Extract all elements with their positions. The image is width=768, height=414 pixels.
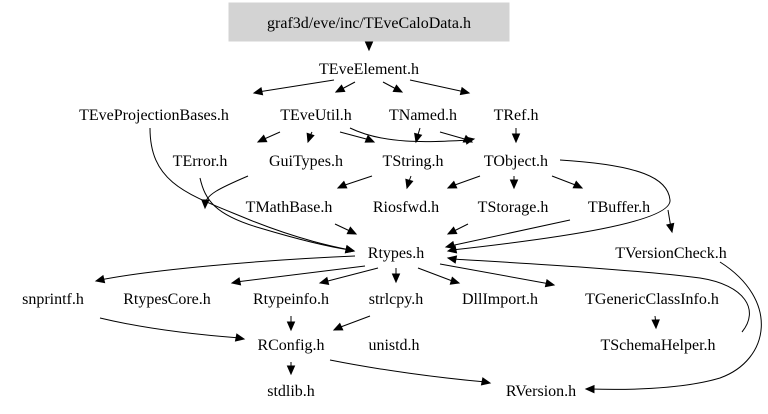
edge-teveutil-to-tstring [339,131,371,141]
edge-teveutil-to-tobject [349,127,471,143]
node-tmathbase[interactable]: TMathBase.h [246,199,333,216]
node-dllimport[interactable]: DllImport.h [462,291,538,308]
edge-teveelement-to-tref [409,79,466,93]
node-guitypes[interactable]: GuiTypes.h [269,153,343,170]
node-tversioncheck[interactable]: TVersionCheck.h [615,245,727,262]
arrowhead-rconfig-to-rversion [480,377,492,386]
edge-rtypes-to-snprintf [99,255,356,281]
node-teveelement[interactable]: TEveElement.h [319,61,419,78]
arrowhead-tobject-to-tstorage [509,179,519,190]
arrowhead-tnamed-to-tstring [414,132,423,144]
nodes-layer: graf3d/eve/inc/TEveCaloData.h TEveElemen… [22,2,727,400]
node-strlcpy[interactable]: strlcpy.h [369,291,424,308]
edge-rtypes-to-tgenericclassinfo [439,263,551,285]
node-tstorage[interactable]: TStorage.h [478,199,549,216]
arrowhead-tobject-to-riosfwd [446,180,458,189]
arrowhead-guitypes-to-rtypes [201,199,210,210]
node-root[interactable]: graf3d/eve/inc/TEveCaloData.h [267,15,471,32]
arrowhead-teveutil-to-terror [256,134,268,143]
arrowhead-tbuffer-to-rtypes [444,240,456,250]
root-node-box [228,2,510,42]
arrowhead-teveutil-to-tstring [364,134,376,143]
edge-tobject-to-tbuffer [551,175,579,187]
edge-tschemahelper-to-rtypes [451,258,750,333]
node-tbuffer[interactable]: TBuffer.h [588,199,650,216]
edge-tnamed-to-tobject [439,131,469,141]
edge-tobject-to-riosfwd [451,175,481,187]
node-teveutil[interactable]: TEveUtil.h [280,107,352,124]
arrowhead-tschemahelper-to-rtypes [446,255,458,264]
edge-teveprojectionbases-to-rtypes [149,127,351,251]
arrowhead-teveelement-to-tnamed [392,84,404,93]
arrowhead-tref-to-tobject [511,133,521,144]
node-rtypescore[interactable]: RtypesCore.h [123,291,211,308]
arrowhead-tstring-to-riosfwd [405,178,414,190]
arrowhead-tobject-to-tversioncheck [665,222,675,234]
node-tnamed[interactable]: TNamed.h [389,107,457,124]
node-terror[interactable]: TError.h [173,153,228,170]
arrowhead-rtypes-to-tgenericclassinfo [544,278,556,288]
arrowhead-rtypes-to-strlcpy [391,273,401,284]
node-riosfwd[interactable]: Riosfwd.h [373,199,439,216]
edge-rconfig-to-rversion [329,359,487,383]
edge-strlcpy-to-rconfig [337,315,371,329]
edges-layer [94,41,762,394]
edge-guitypes-to-rtypes [204,175,249,206]
node-tobject[interactable]: TObject.h [484,153,548,170]
arrowhead-root-to-teveelement [364,41,374,52]
edge-terror-to-rtypes [199,177,351,251]
node-tstring[interactable]: TString.h [383,153,444,170]
arrowhead-tstorage-to-rtypes [446,226,458,235]
arrowhead-rtypes-to-rtypescore [230,277,242,286]
arrowhead-tmathbase-to-rtypes [346,226,358,235]
edge-tstring-to-tmathbase [341,175,373,187]
arrowhead-tgenericclassinfo-to-tschemahelper [651,319,660,330]
arrowhead-teveelement-to-tref [459,86,471,96]
arrowhead-strlcpy-to-rconfig [332,322,344,331]
edge-teveelement-to-teveprojectionbases [257,79,335,93]
arrowhead-teveelement-to-teveprojectionbases [252,87,264,96]
edge-tversioncheck-to-rversion [589,261,762,390]
arrowhead-rtypeinfo-to-rconfig [286,321,296,332]
arrowhead-tnamed-to-tobject [462,134,474,143]
node-rversion[interactable]: RVersion.h [506,383,576,400]
node-unistd[interactable]: unistd.h [368,337,419,354]
arrowhead-teveutil-to-guitypes [306,132,315,144]
arrowhead-tversioncheck-to-rversion [584,384,595,394]
node-stdlib[interactable]: stdlib.h [267,383,315,400]
arrowhead-tobject-to-tbuffer [572,180,584,189]
node-rtypeinfo[interactable]: Rtypeinfo.h [253,291,329,308]
arrowhead-rtypes-to-dllimport [449,276,461,285]
node-rtypes[interactable]: Rtypes.h [368,245,424,262]
node-tschemahelper[interactable]: TSchemaHelper.h [600,337,715,354]
arrowhead-tstring-to-tmathbase [336,180,348,189]
arrowhead-rtypes-to-rtypeinfo [318,276,330,286]
edge-tobject-to-rtypes [451,159,671,251]
arrowhead-rconfig-to-stdlib [286,365,296,376]
node-rconfig[interactable]: RConfig.h [257,337,324,354]
node-tref[interactable]: TRef.h [494,107,539,124]
arrowhead-rtypes-to-snprintf [94,274,106,284]
edge-rtypes-to-rtypeinfo [323,267,379,283]
edge-tbuffer-to-rtypes [449,219,571,247]
arrowhead-terror-to-rtypes [344,245,356,254]
node-tgenericclassinfo[interactable]: TGenericClassInfo.h [585,291,719,308]
edge-snprintf-to-rconfig [99,317,241,339]
arrowhead-snprintf-to-rconfig [234,333,246,342]
arrowhead-teveelement-to-teveutil [334,84,346,93]
edge-rtypes-to-dllimport [417,267,456,283]
edge-rtypes-to-rtypescore [235,265,366,283]
node-snprintf[interactable]: snprintf.h [22,291,84,308]
node-teveprojectionbases[interactable]: TEveProjectionBases.h [79,107,229,124]
